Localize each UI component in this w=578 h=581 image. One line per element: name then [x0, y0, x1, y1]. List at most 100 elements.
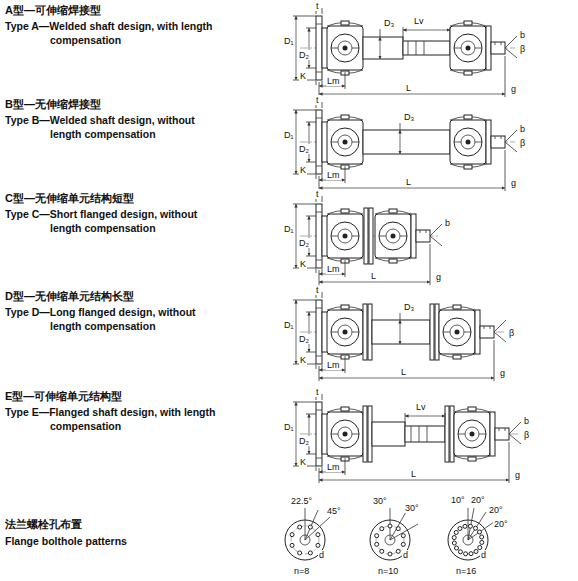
dimension-label: g — [499, 368, 506, 378]
type-c-figure — [364, 208, 373, 264]
bolt-hole — [469, 552, 473, 556]
dimension-label: t — [315, 387, 320, 397]
bolt-hole — [380, 549, 384, 553]
dimension-label: D₁ — [283, 320, 295, 330]
type-a-figure — [293, 8, 517, 97]
type-title-cn: A型—可伸缩焊接型 — [5, 4, 101, 17]
bolt-hole — [375, 542, 379, 546]
dimension-label: β — [508, 328, 515, 338]
dimension-label: b — [519, 124, 526, 134]
type-b-figure — [400, 130, 401, 154]
dimension-label: Lv — [415, 402, 427, 412]
dimension-label: 30° — [404, 503, 420, 513]
bolt-hole — [480, 535, 484, 539]
type-b-figure — [293, 102, 363, 191]
type-d-figure — [363, 304, 372, 360]
type-e-figure — [405, 426, 445, 442]
type-a-figure — [380, 37, 381, 59]
dimension-label: L — [405, 177, 412, 187]
dimension-label: D₁ — [283, 422, 295, 432]
dimension-label: n=10 — [377, 566, 399, 576]
bolt-hole — [298, 525, 302, 529]
type-title-en: Type A—Welded shaft design, with length … — [5, 19, 220, 47]
type-d-figure — [293, 292, 506, 381]
type-title-en: Type D—Long flanged design, without leng… — [5, 305, 220, 333]
type-d-figure — [319, 378, 494, 379]
dimension-label: t — [315, 285, 320, 295]
dimension-label: D₁ — [283, 130, 295, 140]
bolt-hole — [455, 546, 459, 550]
bolt-hole — [480, 540, 484, 544]
bolt-hole — [474, 549, 478, 553]
bolt-hole — [316, 543, 320, 547]
type-title-cn: 法兰螺栓孔布置 — [5, 518, 82, 531]
dimension-label: D₂ — [298, 238, 310, 248]
dimension-label: K — [299, 457, 307, 467]
dimension-label: 30° — [372, 496, 388, 506]
type-b-figure — [319, 188, 505, 189]
type-e-figure — [372, 422, 405, 446]
type-title-cn: B型—无伸缩焊接型 — [5, 98, 101, 111]
type-e-figure — [405, 416, 445, 417]
bolthole-patterns — [468, 512, 486, 540]
type-c-figure — [293, 196, 363, 285]
type-e-figure — [454, 407, 521, 483]
type-e-figure — [419, 426, 420, 442]
bolt-hole — [290, 533, 294, 537]
type-e-figure — [445, 406, 454, 462]
dimension-label: D₁ — [283, 36, 295, 46]
bolt-hole — [477, 530, 481, 534]
dimension-label: D₃ — [403, 112, 415, 122]
type-e-figure — [293, 394, 521, 483]
bolt-hole — [468, 524, 472, 528]
type-e-figure — [363, 406, 372, 462]
dimension-label: b — [523, 416, 530, 426]
type-a-figure — [403, 27, 404, 40]
type-a-figure — [450, 21, 517, 97]
dimension-label: Lv — [413, 16, 425, 26]
type-b-figure — [293, 102, 517, 191]
dimension-label: t — [315, 95, 320, 105]
bolt-hole — [388, 552, 392, 556]
bolt-hole — [316, 533, 320, 537]
dimension-label: L — [370, 271, 377, 281]
type-a-figure — [403, 30, 450, 31]
dimension-label: D₂ — [298, 50, 310, 60]
dimension-label: K — [299, 355, 307, 365]
dimension-label: d — [402, 550, 409, 560]
dimension-label: 20° — [488, 505, 504, 515]
bolt-hole — [401, 534, 405, 538]
type-e-figure — [293, 394, 363, 483]
type-c-figure — [293, 196, 442, 285]
dimension-label: β — [523, 430, 530, 440]
type-a-figure — [424, 41, 425, 55]
dimension-label: n=8 — [293, 566, 310, 576]
bolt-hole — [463, 524, 467, 528]
dimension-label: 45° — [326, 506, 342, 516]
bolt-hole — [464, 552, 468, 556]
dimension-label: Lm — [326, 76, 341, 86]
dimension-label: b — [444, 218, 451, 228]
bolt-hole — [298, 551, 302, 555]
type-a-figure — [408, 41, 409, 55]
dimension-label: L — [405, 83, 412, 93]
dimension-label: D₂ — [298, 144, 310, 154]
type-title-en: Flange bolthole patterns — [5, 534, 220, 548]
dimension-label: K — [299, 165, 307, 175]
bolt-hole — [388, 524, 392, 528]
bolt-hole — [396, 527, 400, 531]
bolthole-patterns — [305, 517, 330, 540]
dimension-label: t — [315, 189, 320, 199]
dimension-label: D₁ — [283, 224, 295, 234]
type-a-figure — [319, 94, 505, 95]
dimension-label: d — [318, 550, 325, 560]
type-e-figure — [445, 413, 446, 425]
type-title-en: Type C—Short flanged design, without len… — [5, 207, 220, 235]
dimension-label: b — [519, 30, 526, 40]
type-b-figure — [450, 115, 517, 191]
type-a-figure — [416, 41, 417, 55]
type-d-figure — [372, 320, 430, 344]
dimension-label: K — [299, 259, 307, 269]
type-d-figure — [430, 304, 439, 360]
type-a-figure — [403, 41, 450, 55]
